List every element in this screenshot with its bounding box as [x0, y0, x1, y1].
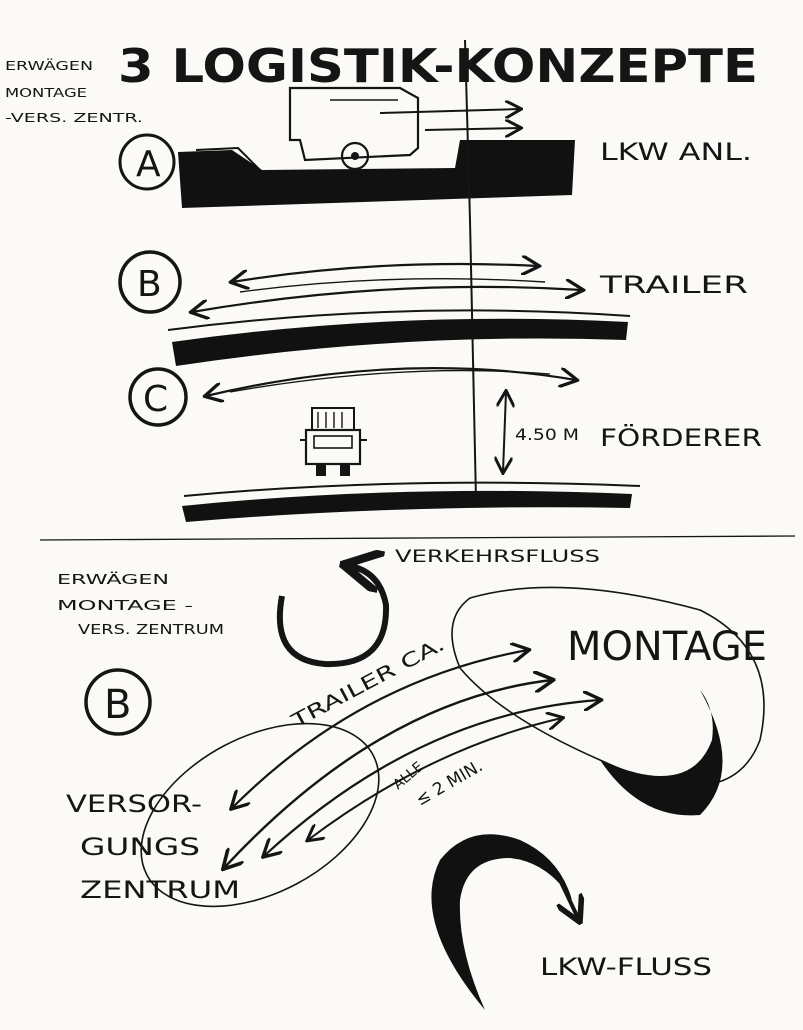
top-note: ERWÄGEN MONTAGE -VERS. ZENTR. — [5, 58, 143, 125]
option-a-arrow-lower — [424, 128, 520, 130]
option-c-circle — [128, 367, 188, 427]
option-c: C 4.50 M FÖRDERER — [128, 367, 762, 522]
traffic-flow-label: VERKEHRSFLUSS — [395, 547, 600, 567]
interval-line-2: ≤ 2 MIN. — [413, 756, 487, 810]
trailer-arrow-4 — [308, 718, 562, 840]
section-divider — [39, 535, 796, 541]
option-b: B TRAILER — [118, 250, 748, 366]
option-b-arrow-upper — [232, 264, 538, 282]
dimension-line — [503, 392, 506, 472]
truck-side-view — [288, 86, 420, 171]
lkw-flow-label: LKW-FLUSS — [540, 953, 712, 981]
lkw-flow-arrow — [560, 879, 578, 918]
option-c-ground-line — [183, 481, 641, 497]
option-c-label: FÖRDERER — [600, 423, 762, 452]
option-a-ground — [178, 140, 575, 208]
option-b-letter: B — [137, 264, 162, 305]
option-a-road-line — [195, 146, 460, 177]
option-a-letter: A — [136, 144, 161, 185]
option-b-arrow-mid — [239, 277, 546, 293]
versorgung-line-3: ZENTRUM — [80, 876, 240, 904]
option-c-arrow-thin — [229, 369, 551, 393]
option-b-label: TRAILER — [599, 271, 748, 299]
truck-front-view — [300, 407, 367, 476]
bottom-note-line-1: ERWÄGEN — [57, 572, 169, 588]
option-a-circle — [118, 133, 176, 191]
top-note-line-2: MONTAGE — [5, 86, 87, 100]
option-c-arrow — [206, 367, 576, 396]
option-a-label: LKW ANL. — [600, 138, 752, 166]
versorgung-line-2: GUNGS — [80, 833, 200, 861]
option-b-deck-line — [167, 309, 631, 331]
bottom-note-line-3: VERS. ZENTRUM — [78, 623, 224, 638]
option-a: A LKW ANL. — [118, 86, 752, 208]
section-vertical-line — [464, 39, 477, 501]
concept-b-detail: ERWÄGEN MONTAGE - VERS. ZENTRUM B VERKEH… — [57, 547, 767, 1010]
top-note-line-3: -VERS. ZENTR. — [5, 111, 143, 125]
option-b-deck — [172, 318, 628, 366]
option-c-ground — [182, 490, 632, 522]
option-a-arrow-upper — [379, 109, 520, 113]
option-b-circle — [118, 250, 182, 314]
trailer-label: TRAILER CA. — [287, 633, 449, 733]
dimension-label: 4.50 M — [515, 425, 579, 444]
concept-b-circle — [84, 668, 152, 736]
montage-label: MONTAGE — [567, 624, 767, 670]
option-c-letter: C — [143, 379, 168, 420]
traffic-flow-arrow — [276, 566, 390, 668]
option-b-arrow-lower — [192, 287, 582, 312]
concept-b-letter: B — [104, 682, 131, 728]
versorgung-line-1: VERSOR- — [66, 790, 202, 818]
montage-swoosh — [600, 690, 723, 816]
bottom-note-line-2: MONTAGE - — [57, 599, 194, 614]
sketch-title: 3 LOGISTIK-KONZEPTE — [118, 39, 758, 93]
lkw-flow-swoosh — [431, 834, 572, 1010]
top-note-line-1: ERWÄGEN — [5, 58, 93, 73]
